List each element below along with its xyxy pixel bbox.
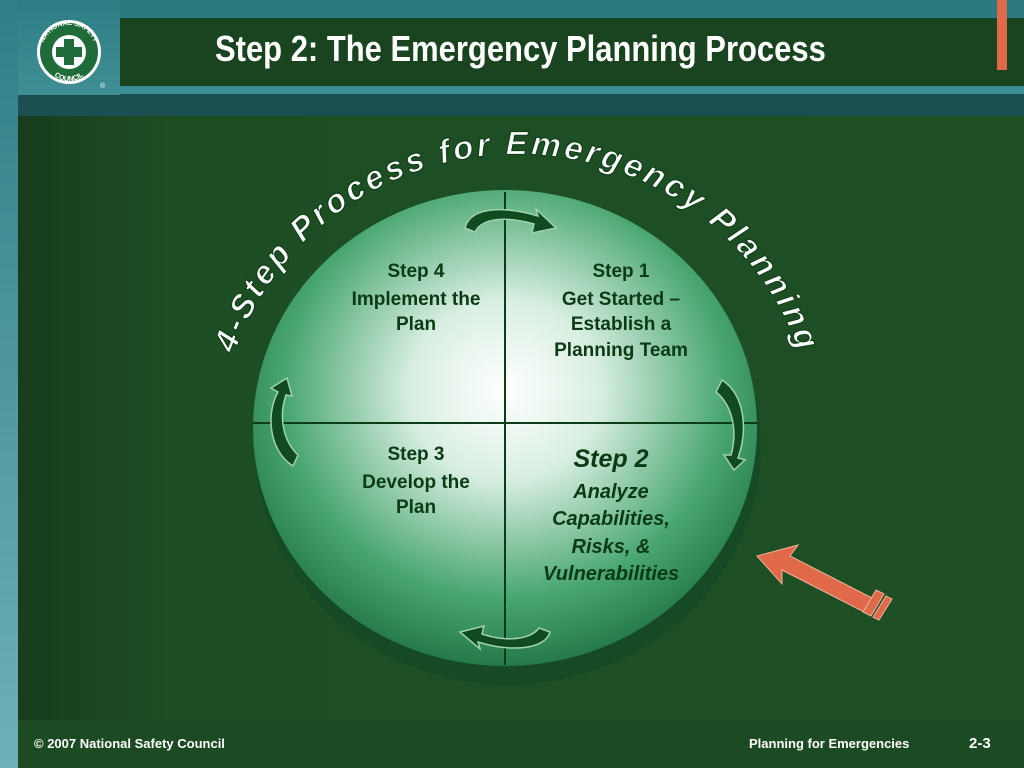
nsc-logo-icon: NATIONAL SAFETY COUNCIL ® [37,20,106,90]
footer-copyright: © 2007 National Safety Council [34,736,225,751]
quadrant-step3: Step 3 Develop the Plan [362,444,470,518]
step2-line-3: Risks, & [572,536,651,558]
slide-title: Step 2: The Emergency Planning Process [215,28,826,69]
quadrant-step2: Step 2 Analyze Capabilities, Risks, & Vu… [543,445,679,585]
logo-panel: NATIONAL SAFETY COUNCIL ® [18,0,120,95]
step2-line-2: Capabilities, [552,508,670,530]
step3-line-2: Plan [396,497,436,518]
arrow-bottom-icon [458,624,551,652]
accent-bar [997,0,1007,70]
header-bar [18,18,1024,87]
step4-label: Step 4 [387,261,444,282]
cycle-arrows [269,206,747,652]
quadrant-step1: Step 1 Get Started – Establish a Plannin… [554,261,688,361]
header-divider [120,86,1024,94]
step3-line-1: Develop the [362,472,470,493]
left-strip [0,0,18,768]
step1-line-1: Get Started – [562,289,680,310]
footer-bar: © 2007 National Safety Council Planning … [18,720,1024,768]
arrow-left-icon [269,376,299,468]
highlight-arrow-icon [756,544,893,621]
step4-line-2: Plan [396,314,436,335]
footer-course-title: Planning for Emergencies [749,736,910,751]
step1-line-3: Planning Team [554,340,688,361]
arrow-top-icon [464,206,558,234]
top-strip [0,0,1024,18]
step2-line-1: Analyze [572,481,649,503]
logo-registered-mark: ® [100,82,106,90]
step2-label: Step 2 [573,445,648,473]
step1-line-2: Establish a [571,314,672,335]
logo-text-bottom: COUNCIL [53,71,85,83]
header-subband [18,94,1024,116]
step4-line-1: Implement the [352,289,481,310]
step3-label: Step 3 [387,444,444,465]
arrow-right-icon [715,378,747,472]
page-number: 2-3 [969,735,991,752]
step1-label: Step 1 [592,261,649,282]
quadrant-step4: Step 4 Implement the Plan [352,261,481,335]
step2-line-4: Vulnerabilities [543,563,679,585]
